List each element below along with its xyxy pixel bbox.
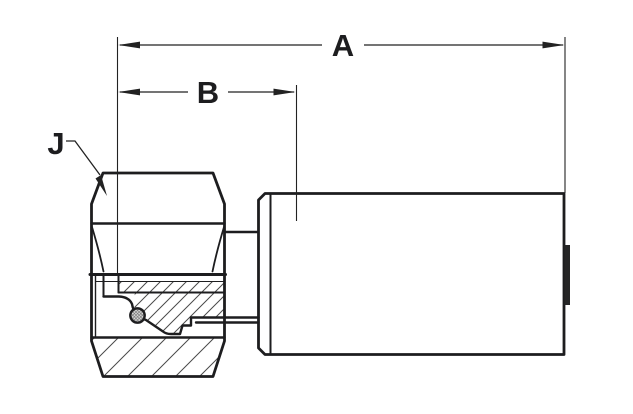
stem-wall-hatch-band <box>118 281 225 293</box>
callout-j-leader <box>66 140 101 176</box>
o-ring <box>129 307 146 324</box>
callout-j: J <box>47 126 107 196</box>
callout-j-label: J <box>47 126 64 161</box>
dim-a-label: A <box>332 28 354 63</box>
dim-a-arrow-right <box>542 41 565 49</box>
nut-internal-section <box>94 274 260 338</box>
swivel-nut <box>88 171 260 378</box>
dim-b-arrow-right <box>273 88 296 96</box>
dim-b-label: B <box>197 75 219 110</box>
shell-outline <box>257 192 566 356</box>
dimension-b: B <box>118 75 296 110</box>
nut-outline <box>90 171 226 378</box>
dimension-a: A <box>118 28 565 63</box>
nut-corner-arc-left <box>91 226 105 273</box>
dim-a-arrow-left <box>118 41 140 49</box>
nut-corner-arc-right <box>211 226 225 273</box>
nut-bottom-section-hatch <box>92 338 224 376</box>
hose-stop-tab <box>564 245 570 305</box>
nut-section-hatching <box>92 281 225 376</box>
crimp-shell <box>257 192 570 356</box>
nut-mid-section-hatch <box>133 293 225 334</box>
dim-b-arrow-left <box>118 88 140 96</box>
dimensions: A B J <box>47 28 566 273</box>
callout-j-arrowhead <box>95 175 107 196</box>
